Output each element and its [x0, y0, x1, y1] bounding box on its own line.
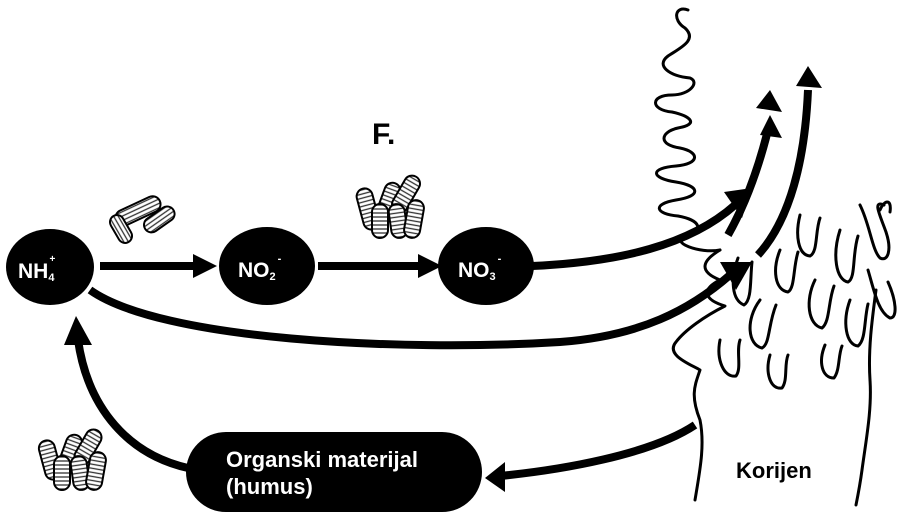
root-hair-11: [766, 353, 790, 390]
cluster2-rod-4: [53, 455, 71, 491]
arrows: [74, 89, 812, 480]
node-nitrite-base: NO: [238, 259, 270, 282]
svg-text:NO2-: NO2-: [238, 253, 282, 283]
arrowhead-up-left: [756, 90, 782, 112]
svg-text:NH4+: NH4 +: [18, 254, 55, 284]
nitrifying-bacteria-icon: [108, 195, 176, 244]
arrowhead-no2-to-no3: [418, 254, 442, 278]
node-nitrate-sub: 3: [490, 271, 496, 283]
root-hair-4: [796, 213, 822, 258]
arrowhead-up-right: [796, 66, 822, 88]
figure-label: F.: [372, 118, 395, 151]
arrow-no3-to-root: [531, 202, 738, 270]
root-hair-9: [866, 268, 897, 320]
arrowhead-root-to-organic: [485, 462, 505, 492]
root-edge-right: [854, 288, 878, 507]
bacteria-cluster-icon: [355, 174, 425, 239]
root-hair-7: [844, 298, 870, 348]
arrowhead-up-mid: [760, 115, 782, 138]
arrowhead-no3-to-root: [724, 188, 752, 218]
bacteria-cluster-icon-2: [37, 428, 107, 491]
root-hair-8: [858, 202, 891, 261]
node-nitrite-shape: [219, 227, 315, 305]
node-nitrite: NO2-: [219, 227, 315, 305]
node-ammonium-base: NH: [18, 260, 48, 283]
cluster2-rod-6: [85, 451, 107, 491]
node-nitrate: NO3-: [438, 227, 534, 305]
root-hair-13: [878, 200, 892, 214]
organic-matter-line2: (humus): [226, 474, 313, 499]
root-hair-2: [748, 298, 778, 350]
cluster-rod-4: [371, 203, 389, 239]
arrow-up-right: [755, 89, 812, 258]
svg-text:NO3-: NO3-: [458, 253, 502, 283]
node-ammonium: NH4 +: [6, 229, 94, 305]
organic-matter-shape: [186, 432, 482, 512]
root-hair-5: [807, 278, 836, 330]
root-hair-10: [717, 338, 742, 378]
arrowhead-nh4-to-no2: [193, 254, 217, 278]
bacterium-rod-3: [108, 214, 133, 244]
arrow-nh4-to-root: [87, 271, 733, 350]
bacterium-rod-2: [143, 205, 176, 234]
arrow-organic-to-nh4: [74, 339, 189, 472]
node-nitrate-base: NO: [458, 259, 490, 282]
cluster-rod-6: [403, 199, 425, 239]
organic-matter-line1: Organski materijal: [226, 447, 418, 472]
root-label: Korijen: [736, 458, 812, 483]
arrowhead-organic-to-nh4: [64, 316, 92, 345]
organic-matter-box: Organski materijal (humus): [186, 432, 482, 512]
arrow-up-left: [724, 129, 772, 237]
root-hair-12: [820, 343, 844, 380]
root-hair-3: [774, 248, 800, 294]
node-ammonium-sub: 4: [48, 272, 55, 284]
root-hair-6: [834, 228, 860, 284]
arrow-root-to-organic: [499, 421, 698, 480]
node-ammonium-shape: [6, 229, 94, 305]
node-nitrate-shape: [438, 227, 534, 305]
arrowhead-nh4-to-root: [720, 262, 752, 290]
root-edge-upper: [654, 7, 722, 253]
node-nitrite-sup: -: [278, 253, 282, 265]
node-nitrite-sub: 2: [270, 271, 276, 283]
node-nitrate-sup: -: [498, 253, 502, 265]
node-ammonium-sup: +: [49, 254, 55, 265]
arrowheads: [64, 66, 822, 492]
